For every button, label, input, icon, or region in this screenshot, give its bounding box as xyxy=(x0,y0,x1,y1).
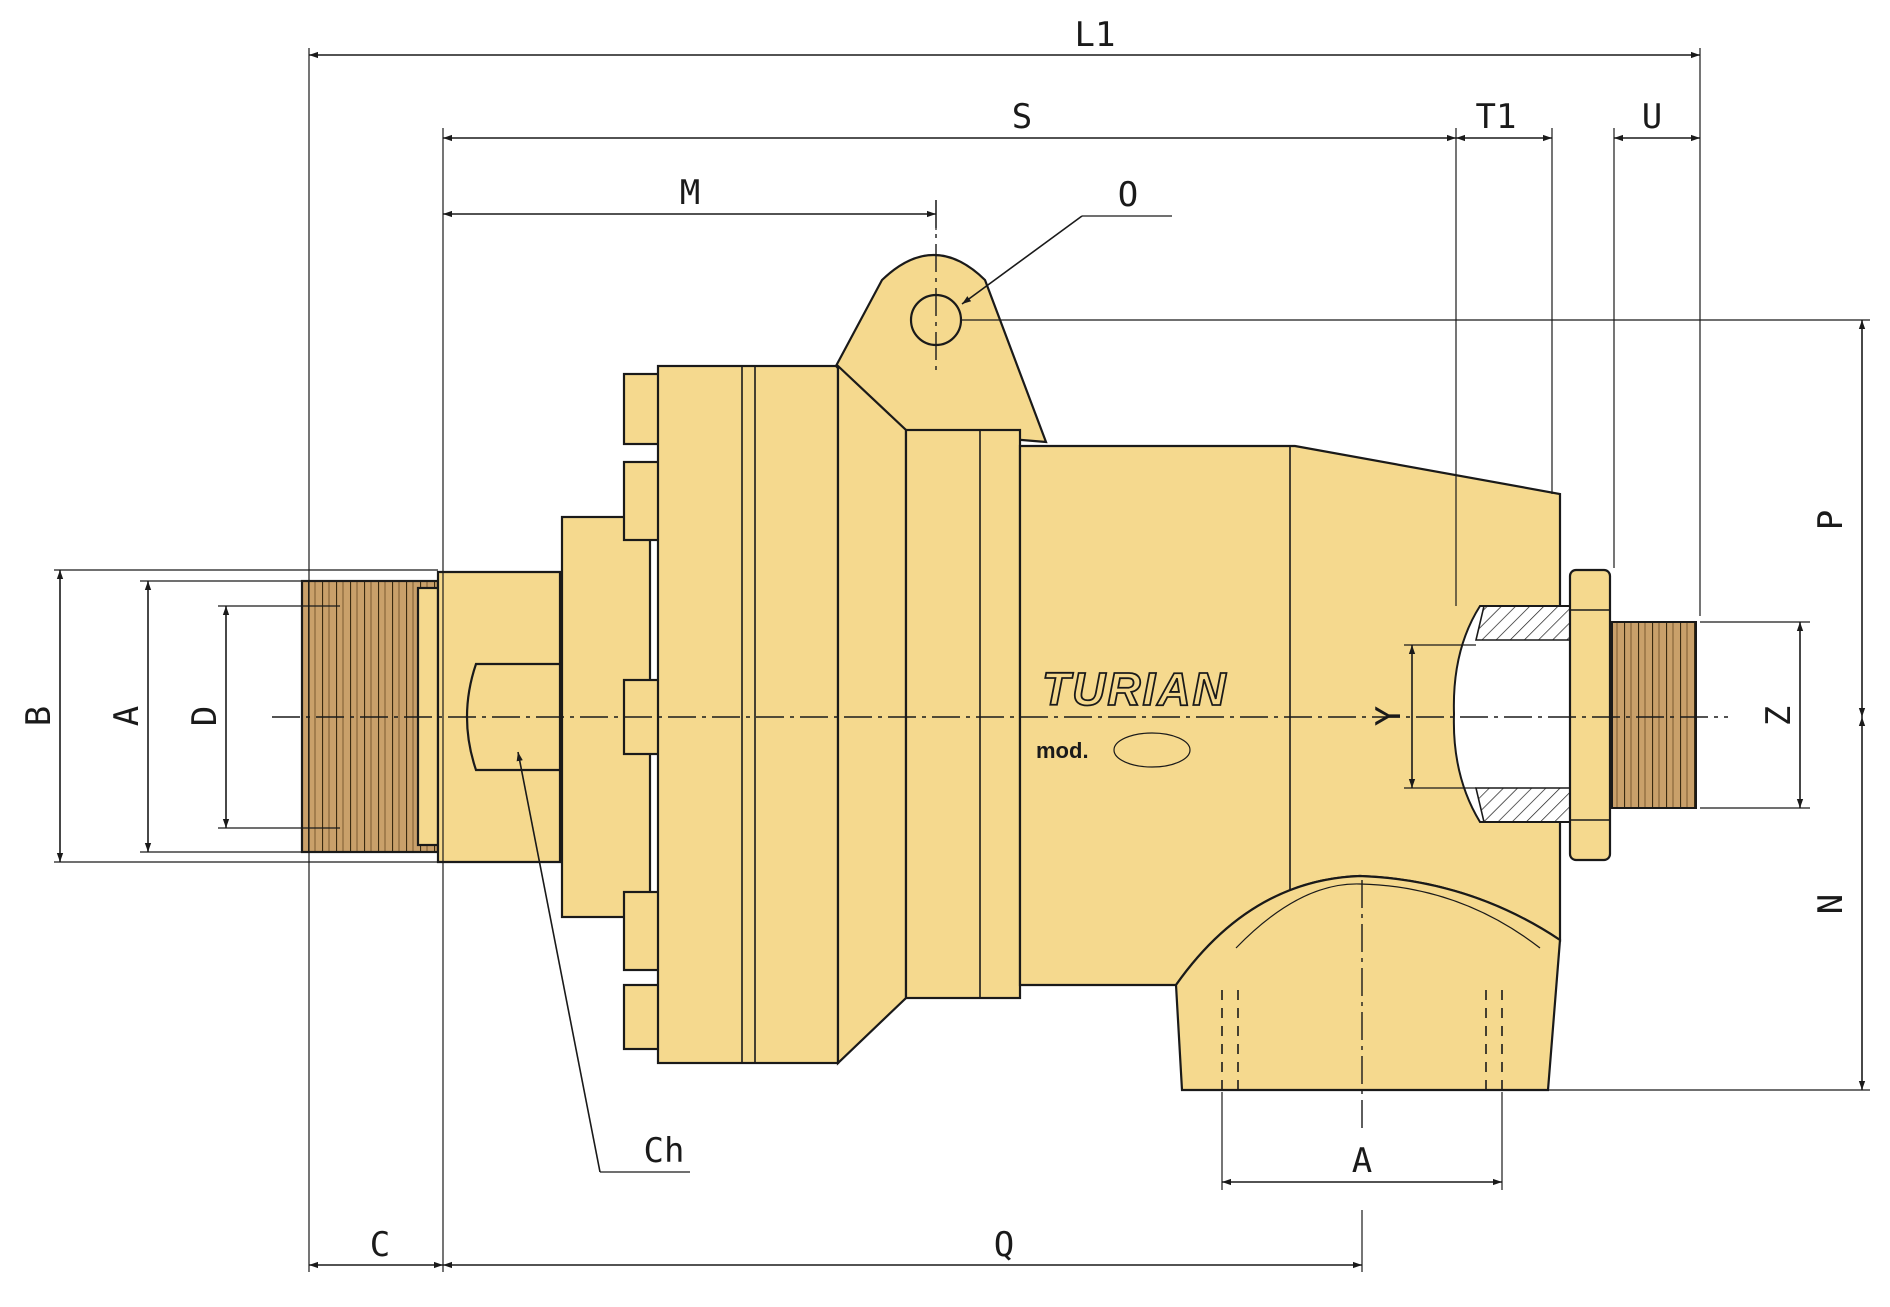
bottom-outlet xyxy=(1174,874,1562,1092)
dim-Z: Z xyxy=(1759,706,1799,726)
brand-logo: TURIAN xyxy=(1042,663,1228,715)
dim-O: O xyxy=(1118,175,1138,215)
flange xyxy=(656,364,840,1065)
mounting-ear xyxy=(834,253,1048,444)
dim-A-bottom: A xyxy=(1352,1141,1372,1181)
dim-Q: Q xyxy=(994,1225,1014,1265)
dim-B: B xyxy=(19,706,59,726)
port-cutaway xyxy=(1452,605,1571,823)
center-lines xyxy=(272,200,1728,1130)
dim-P: P xyxy=(1811,510,1851,530)
right-nut xyxy=(1568,568,1612,862)
dim-U: U xyxy=(1642,97,1662,137)
model-plate xyxy=(1113,732,1191,768)
bolts xyxy=(622,372,662,1051)
port-sleeve-top xyxy=(1474,605,1571,641)
dim-Y: Y xyxy=(1369,706,1409,726)
dim-A-left: A xyxy=(107,706,147,726)
port-sleeve-bottom xyxy=(1474,787,1571,823)
model-label: mod. xyxy=(1036,738,1089,763)
dim-C: C xyxy=(370,1225,390,1265)
dimension-lines xyxy=(56,51,1866,1269)
dimension-text: L1 S T1 U M O P N B A D Y Z A C Q Ch xyxy=(19,15,1851,1265)
dim-N: N xyxy=(1811,894,1851,914)
right-thread xyxy=(1611,621,1697,809)
dim-T1: T1 xyxy=(1476,97,1517,137)
dim-L1: L1 xyxy=(1075,15,1116,55)
extension-lines xyxy=(54,48,1870,1272)
dim-S: S xyxy=(1012,97,1032,137)
dim-Ch: Ch xyxy=(644,1131,685,1171)
dim-M: M xyxy=(680,173,700,213)
main-cylinder xyxy=(904,428,1022,1000)
dim-D: D xyxy=(185,706,225,726)
tapered-section xyxy=(836,363,908,1066)
joint-body xyxy=(300,253,1697,1092)
